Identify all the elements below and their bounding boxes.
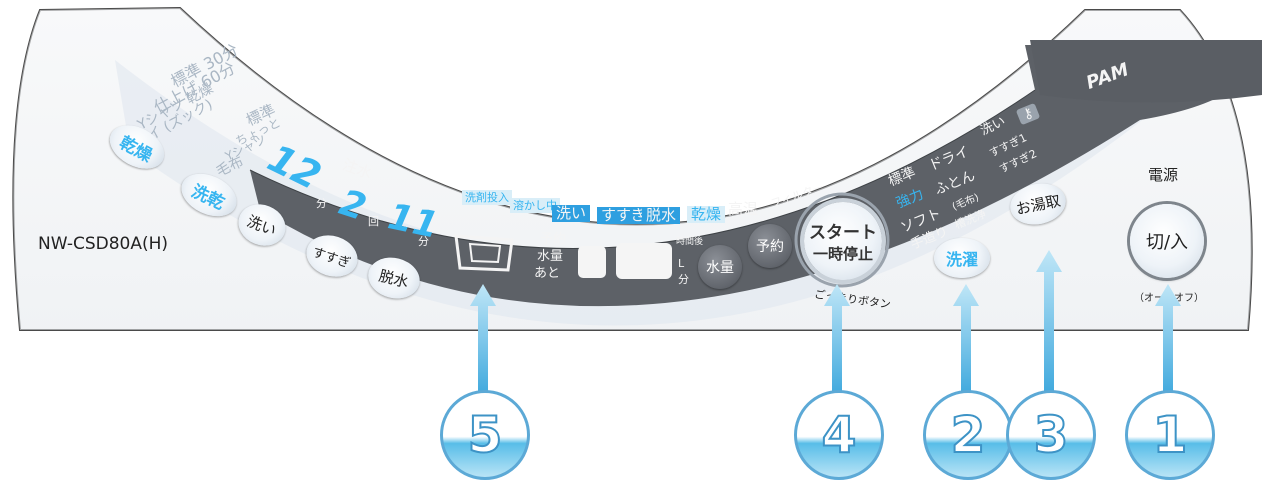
power-title: 電源 bbox=[1148, 168, 1178, 183]
callout-3: 3 bbox=[1006, 390, 1096, 480]
start-label: スタート bbox=[809, 218, 877, 243]
basket-icon bbox=[452, 230, 522, 278]
callout-2: 2 bbox=[923, 390, 1013, 480]
step-wash: 洗い bbox=[552, 205, 590, 222]
display-label-hours-later: 時間後 bbox=[676, 238, 703, 247]
start-pause-button[interactable]: スタート 一時停止 bbox=[804, 202, 882, 280]
pause-label: 一時停止 bbox=[813, 243, 873, 264]
rinse-count-unit: 回 bbox=[368, 216, 379, 227]
callout-5: 5 bbox=[440, 390, 530, 480]
callout-4-label: 4 bbox=[822, 406, 857, 464]
model-name: NW-CSD80A(H) bbox=[38, 236, 168, 253]
reserve-button[interactable]: 予約 bbox=[748, 224, 792, 268]
spin-minutes-display: 11 bbox=[385, 199, 441, 245]
step-detergent: 洗剤投入 bbox=[462, 190, 512, 205]
wash-minutes-unit: 分 bbox=[316, 198, 327, 209]
display-label-minutes: 分 bbox=[678, 274, 689, 285]
display-label-water: 水量 bbox=[537, 250, 563, 263]
water-level-button[interactable]: 水量 bbox=[698, 245, 742, 289]
wash-course-button[interactable]: 洗濯 bbox=[934, 238, 990, 278]
callout-4: 4 bbox=[794, 390, 884, 480]
power-button[interactable]: 切/入 bbox=[1130, 204, 1204, 278]
auto-off-label: （オートオフ） bbox=[1134, 294, 1204, 304]
step-dry: 乾燥 bbox=[687, 206, 725, 223]
display-label-liters: L bbox=[678, 258, 684, 269]
callout-1: 1 bbox=[1125, 390, 1215, 480]
callout-3-label: 3 bbox=[1034, 406, 1069, 464]
display-label-remaining: あと bbox=[534, 267, 560, 280]
display-label-reserve: 予約 bbox=[540, 233, 566, 246]
step-high-temp: 高温 bbox=[728, 202, 758, 217]
spin-minutes-unit: 分 bbox=[418, 236, 429, 247]
callout-1-label: 1 bbox=[1153, 406, 1188, 464]
callout-2-label: 2 bbox=[951, 406, 986, 464]
step-spin: 脱水 bbox=[642, 207, 680, 224]
callout-5-label: 5 bbox=[468, 406, 503, 464]
